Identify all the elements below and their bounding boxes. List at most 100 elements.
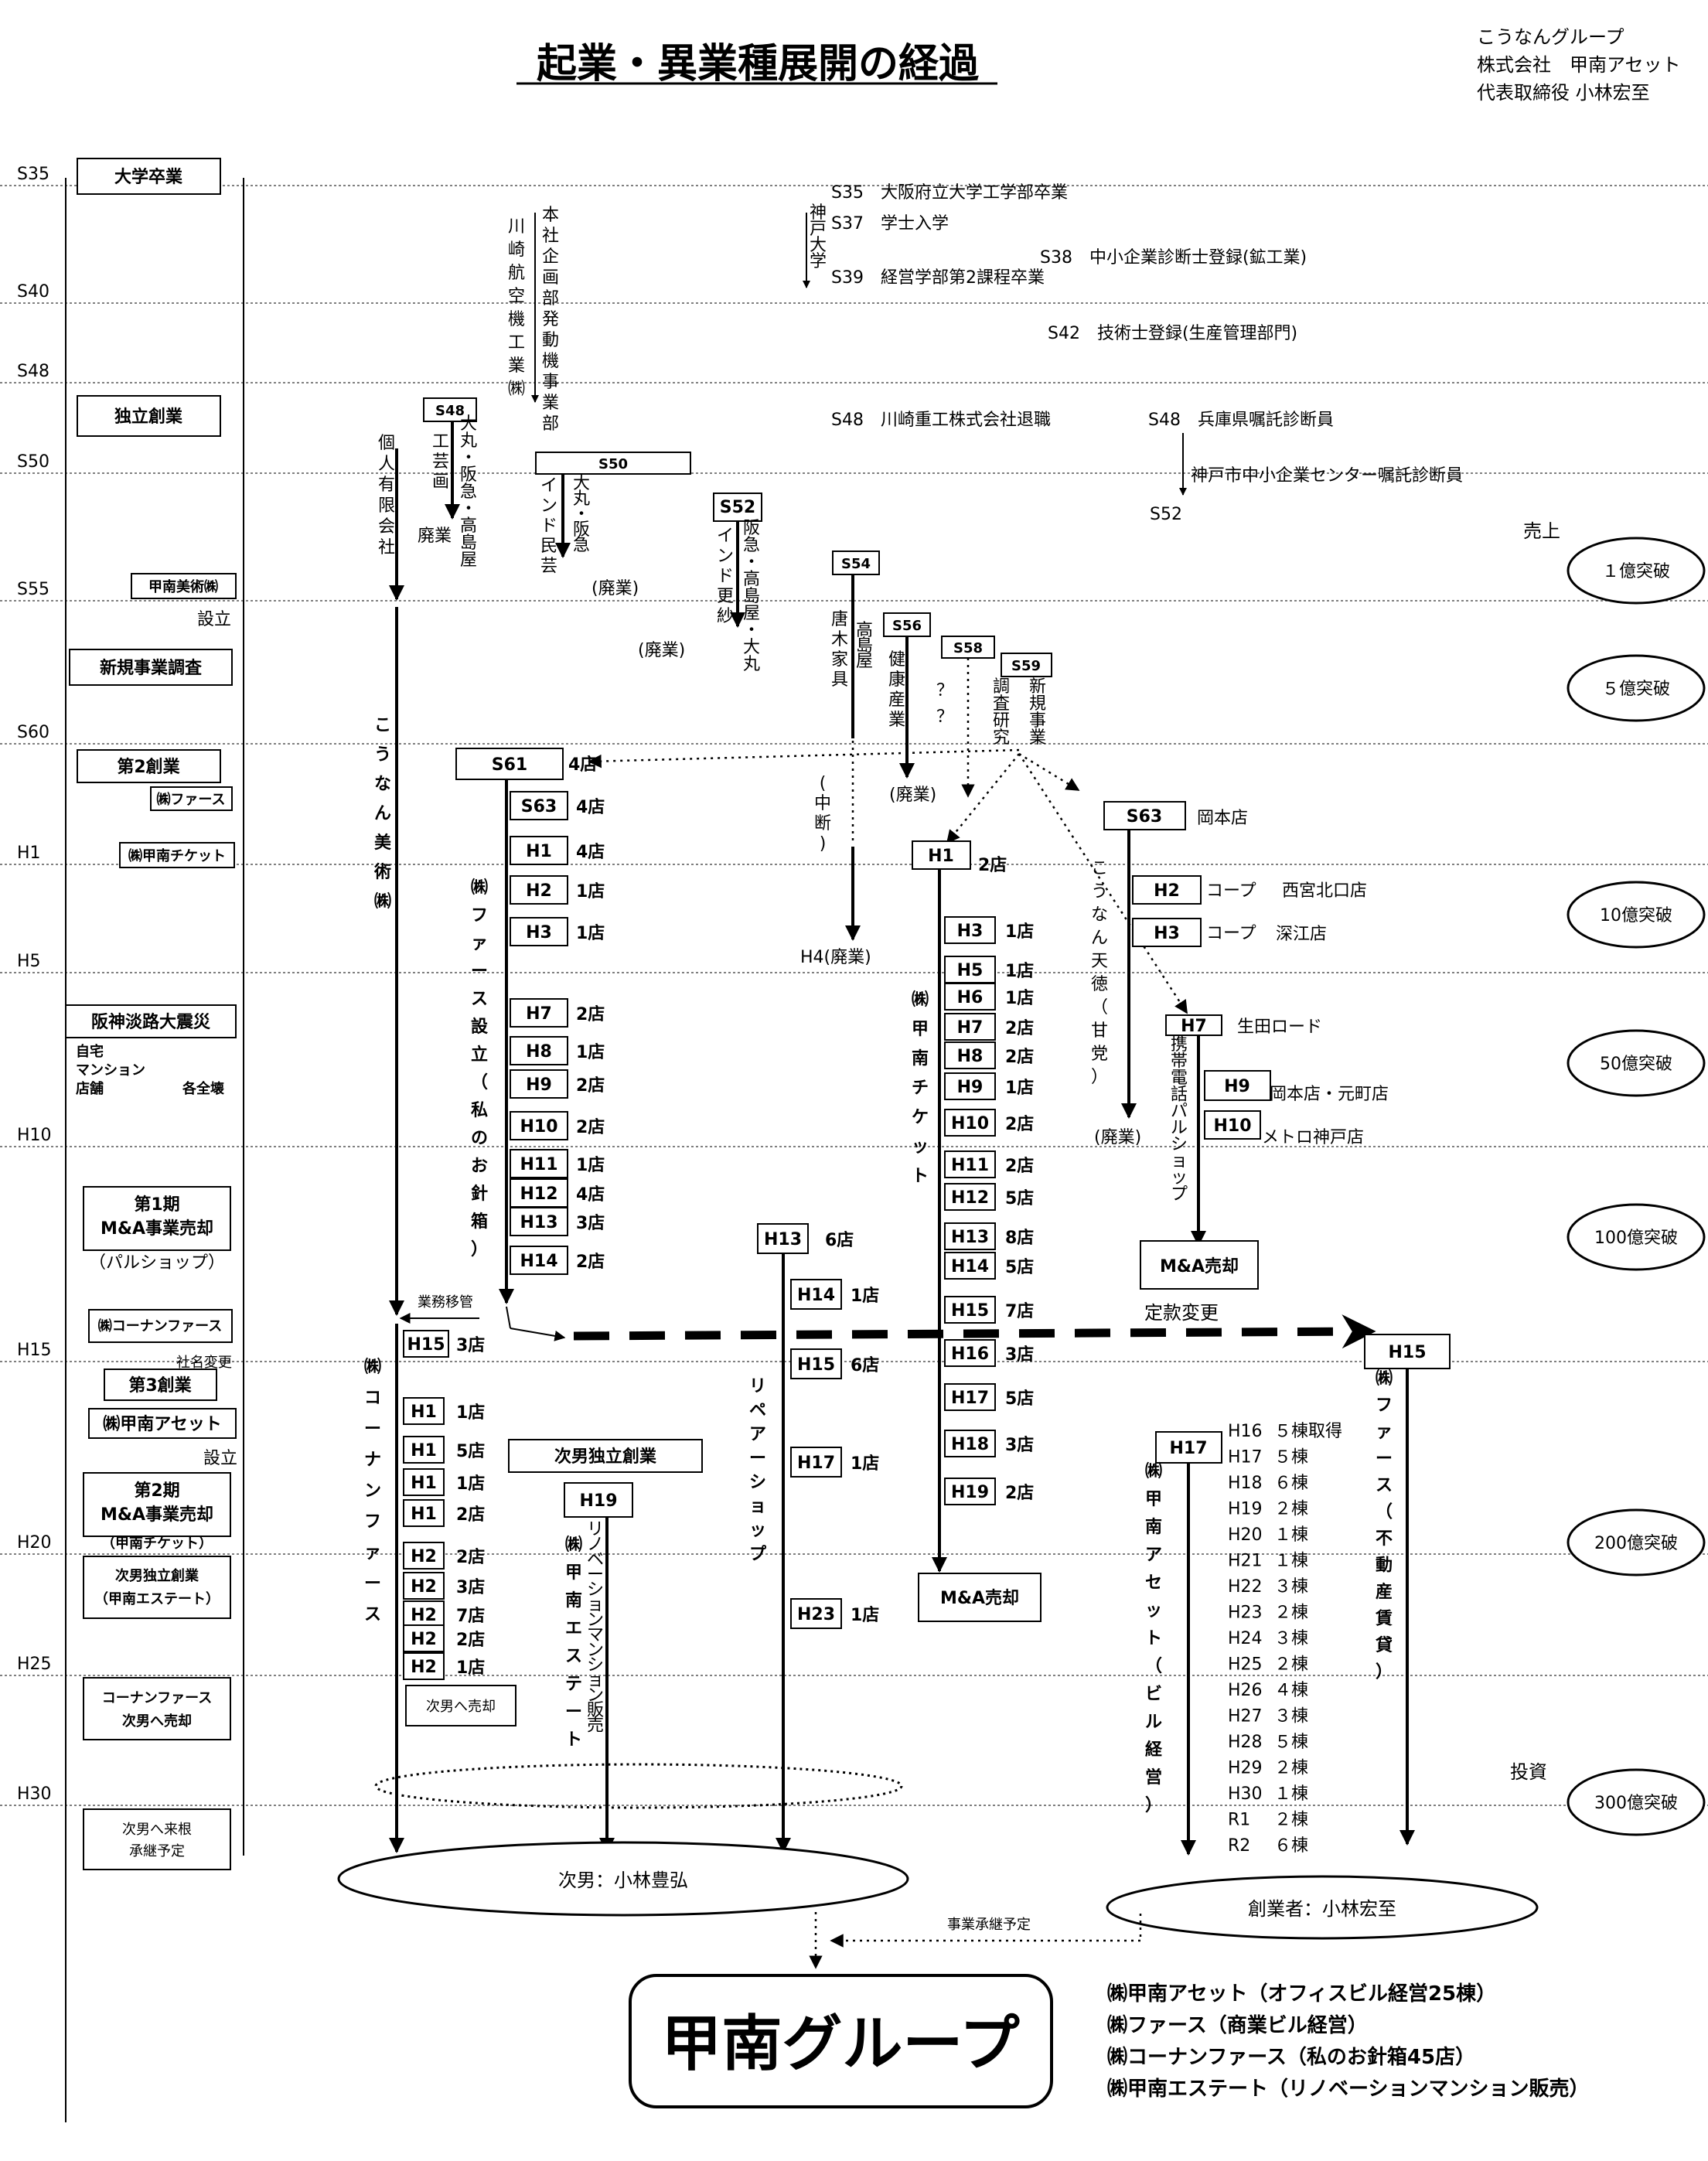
vertical-char: 産: [1376, 1582, 1393, 1602]
asset-buildings: ２棟: [1274, 1604, 1308, 1623]
phase-konan-asset: ㈱甲南アセット: [103, 1415, 222, 1434]
vertical-char: 針: [471, 1184, 488, 1204]
vertical-char: 空: [508, 287, 525, 306]
repair-year: H13: [764, 1230, 802, 1249]
karaki-shop: 高島屋: [856, 621, 873, 671]
vertical-char: 紗: [717, 607, 734, 626]
kogei-end: 廃業: [418, 527, 452, 546]
phase-box-second: [77, 749, 221, 783]
ticket-year-box: [944, 1183, 996, 1211]
phase-new-business: 新規事業調査: [100, 658, 203, 678]
vertical-char: ケ: [912, 1108, 929, 1127]
farce2-column: H15 ㈱ファース（不動産賃貸）: [1364, 1334, 1451, 1846]
son-estate: （甲南エステート）: [94, 1590, 220, 1607]
vertical-char: 新: [1029, 677, 1046, 697]
tentoku-h3-s: 深江店: [1276, 925, 1327, 944]
vertical-char: 研: [993, 711, 1010, 731]
ticket-year: H16: [951, 1345, 989, 1364]
asset-year: H20: [1228, 1525, 1263, 1545]
s59-to-farce: [588, 748, 1020, 769]
india2-end: (廃業): [638, 641, 685, 660]
vertical-text: 工芸画: [432, 432, 449, 492]
ticket-count: 1店: [1005, 1079, 1034, 1098]
asset-buildings: ６棟: [1274, 1474, 1308, 1493]
era-label: H15: [17, 1341, 52, 1360]
vertical-char: マ: [587, 1626, 604, 1645]
asset-buildings: ５棟: [1274, 1733, 1308, 1752]
pal-column: H7 生田ロード 携帯電話パルショップ H9 岡本店・元町店 H10 メトロ神戸…: [1140, 1014, 1389, 1290]
vertical-char: 営: [1145, 1767, 1162, 1788]
asset-buildings: ３棟: [1274, 1707, 1308, 1726]
ticket-count: 1店: [1005, 962, 1034, 981]
vertical-char: ）: [1145, 1796, 1162, 1815]
vertical-char: 大: [460, 414, 477, 434]
vertical-char: 経: [1145, 1740, 1163, 1760]
vertical-char: ・: [460, 448, 477, 468]
estate-sub: リノベーションマンション販売: [587, 1520, 604, 1736]
s52-label: S52: [720, 498, 755, 517]
s59-to-pal: [1018, 753, 1188, 1014]
phase-box-independent: [77, 395, 221, 437]
kf-count: 1店: [456, 1658, 485, 1678]
vertical-char: ㈱: [374, 892, 391, 912]
tentoku-s63-t: 岡本店: [1197, 809, 1248, 828]
kenko-end: (廃業): [889, 786, 936, 805]
ticket-year: H17: [951, 1389, 989, 1408]
vertical-char: パ: [1171, 1102, 1188, 1121]
asset-year: H23: [1228, 1604, 1263, 1623]
farce-year: H9: [526, 1075, 552, 1095]
ticket-year-box: [944, 1013, 996, 1041]
plan-line2: 承継予定: [129, 1843, 185, 1859]
vertical-char: 芸: [432, 452, 449, 472]
phase-farce: ㈱ファース: [156, 791, 225, 808]
vertical-text: 新規事業: [1029, 677, 1046, 748]
ticket-sold: M&A売却: [940, 1588, 1019, 1608]
asset-year: H26: [1228, 1681, 1263, 1700]
vertical-char: 事: [542, 373, 559, 392]
vertical-char: 甘: [1091, 1021, 1108, 1041]
asset-year: H18: [1228, 1474, 1263, 1493]
asset-year: H30: [1228, 1784, 1263, 1804]
phase-box-quake: [65, 1004, 237, 1038]
india2-shops: 阪急・高島屋・大丸: [743, 519, 760, 674]
ticket-count: 8店: [1005, 1229, 1034, 1248]
vertical-char: ー: [364, 1574, 381, 1593]
ticket-year-box: [944, 983, 996, 1011]
repair-count: 1店: [851, 1606, 879, 1625]
ticket-label: ㈱甲南チケット: [912, 990, 929, 1186]
vertical-char: 企: [542, 247, 559, 267]
konan-bijutsu-label: こうなん美術㈱: [373, 716, 392, 912]
vertical-char: 急: [573, 536, 590, 555]
vertical-text: 健康産業: [888, 650, 905, 730]
vertical-char: ン: [540, 496, 557, 516]
vertical-char: シ: [587, 1580, 604, 1600]
vertical-char: ッ: [912, 1137, 929, 1157]
ticket-year: H15: [951, 1301, 989, 1321]
group-summary: 甲南グループ ㈱甲南アセット（オフィスビル経営25棟）㈱ファース（商業ビル経営）…: [629, 1974, 1589, 2108]
vertical-char: 島: [743, 587, 760, 606]
phase-box-ma2: [83, 1472, 231, 1537]
phase-box-son: [83, 1556, 231, 1619]
vertical-char: 神: [810, 203, 827, 223]
india-shops: 大丸・阪急: [573, 474, 590, 555]
kf-year: H2: [411, 1577, 437, 1597]
kawasaki-dept: 本社企画部発動機事業部: [542, 206, 559, 434]
vertical-char: ㈱: [364, 1358, 381, 1377]
repair-count: 1店: [851, 1287, 879, 1306]
vertical-char: ス: [364, 1605, 381, 1624]
vertical-char: 断: [814, 814, 831, 833]
farce-year-box: [510, 1111, 568, 1140]
kf-count: 1店: [456, 1403, 485, 1423]
farce-count: 2店: [576, 1118, 605, 1137]
milestone-label: 10億突破: [1600, 906, 1672, 925]
vertical-char: ㈱: [565, 1536, 582, 1555]
teikan-arrow: [573, 1314, 1376, 1349]
farce-year: H10: [520, 1117, 557, 1137]
vertical-char: 工: [432, 432, 449, 452]
vertical-text: ？？: [936, 681, 953, 727]
vertical-char: シ: [1171, 1135, 1188, 1154]
ticket-year-box: [944, 1041, 996, 1069]
